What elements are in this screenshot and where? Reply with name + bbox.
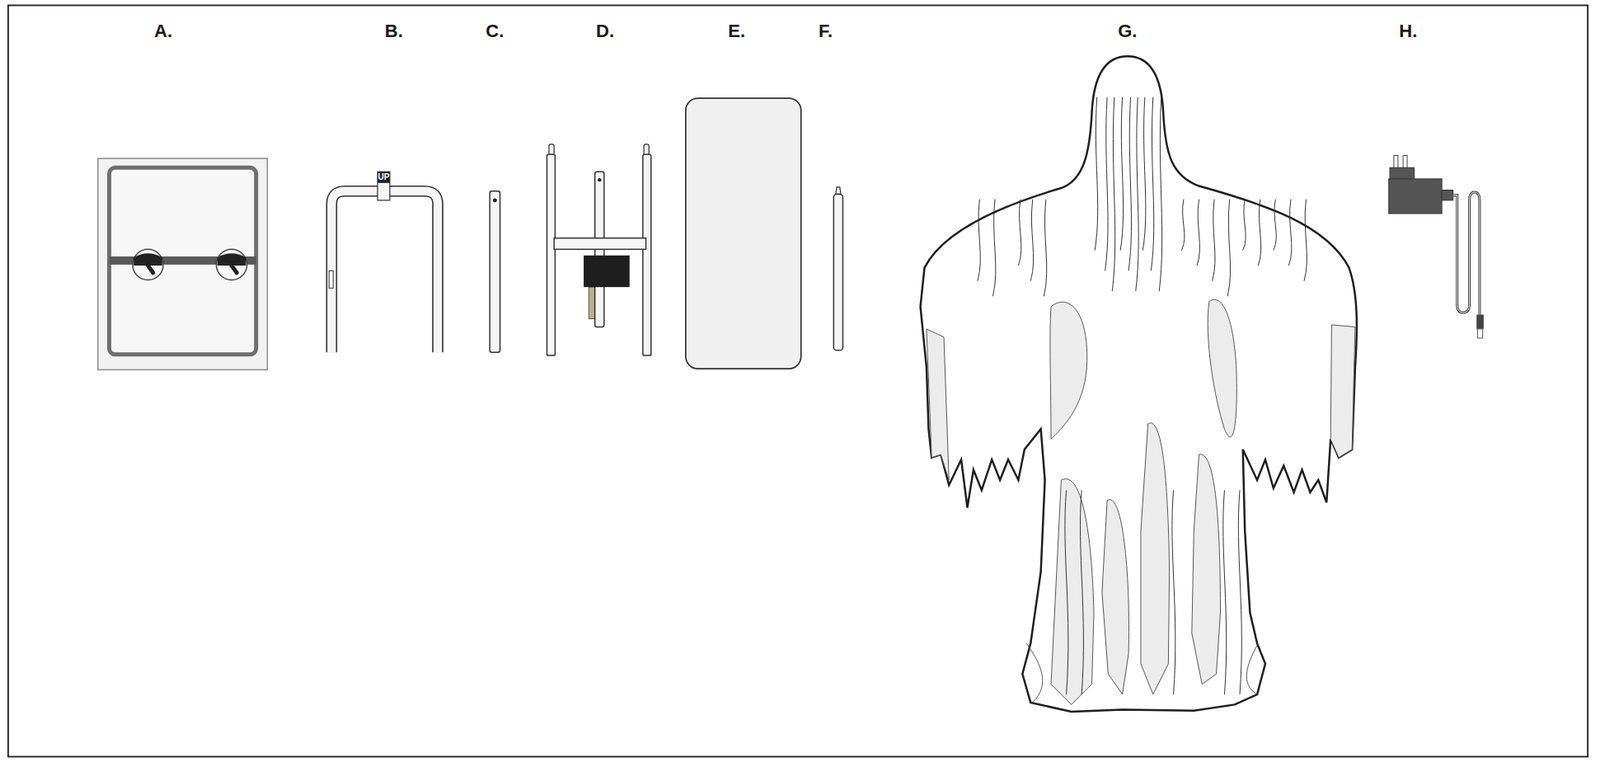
motor-frame xyxy=(547,144,652,356)
ghost-cloth xyxy=(1102,499,1130,695)
pole-f xyxy=(833,193,843,350)
cloth-folds xyxy=(1238,489,1242,695)
pole-f xyxy=(835,187,841,195)
cloth-folds xyxy=(1172,489,1176,695)
power-adapter xyxy=(1453,192,1480,317)
motor-frame xyxy=(588,286,595,319)
cloth-folds xyxy=(1196,199,1200,266)
u-frame xyxy=(328,270,334,288)
ghost-cloth xyxy=(1207,299,1237,437)
motor-frame xyxy=(597,178,601,182)
part-letter: G. xyxy=(1117,22,1137,41)
pole-c xyxy=(492,197,498,202)
base-plate xyxy=(98,158,268,370)
cloth-folds xyxy=(1243,199,1246,251)
motor-frame xyxy=(553,238,646,250)
power-adapter xyxy=(1402,154,1408,169)
cloth-folds xyxy=(1128,97,1131,271)
ghost-cloth xyxy=(920,56,1357,712)
cloth-folds xyxy=(1150,97,1154,271)
power-adapter xyxy=(1389,167,1415,180)
orientation-tag: UP xyxy=(377,173,390,182)
ghost-cloth xyxy=(1026,642,1258,703)
ghost-cloth xyxy=(1330,324,1356,458)
pole-c xyxy=(489,191,500,353)
cloth-folds xyxy=(1135,97,1139,291)
part-letter: E. xyxy=(727,22,746,41)
frame xyxy=(8,4,1588,756)
part-letter: D. xyxy=(595,22,615,41)
panel xyxy=(685,98,802,369)
power-adapter xyxy=(1477,328,1483,338)
power-adapter xyxy=(1393,154,1399,169)
part-letter: H. xyxy=(1398,22,1418,41)
cloth-folds xyxy=(1273,199,1277,251)
u-frame xyxy=(377,171,390,183)
u-frame xyxy=(331,191,438,353)
power-adapter xyxy=(1476,314,1484,329)
ghost-cloth xyxy=(920,56,1357,712)
u-frame xyxy=(331,191,438,353)
base-plate xyxy=(145,262,154,273)
power-adapter xyxy=(1388,154,1484,338)
part-letter: F. xyxy=(818,22,833,41)
cloth-folds xyxy=(1018,199,1021,266)
cloth-folds xyxy=(1288,199,1291,266)
motor-frame xyxy=(583,255,630,287)
cloth-folds xyxy=(1094,97,1098,251)
cloth-folds xyxy=(1158,97,1162,291)
cloth-folds xyxy=(1120,97,1123,251)
base-plate xyxy=(229,262,238,273)
u-frame xyxy=(328,171,438,353)
power-adapter xyxy=(1441,190,1454,201)
pole-c xyxy=(489,191,500,353)
motor-frame xyxy=(642,154,652,356)
ghost-cloth xyxy=(1191,454,1221,685)
cloth-folds xyxy=(1223,489,1227,695)
motor-frame xyxy=(547,154,556,356)
part-letter: C. xyxy=(485,22,504,41)
pole-f xyxy=(833,187,843,351)
cloth-folds xyxy=(1065,489,1069,695)
cloth-folds xyxy=(1079,489,1084,695)
cloth-folds xyxy=(977,97,1308,695)
ghost-cloth xyxy=(1051,478,1094,705)
cloth-folds xyxy=(1142,97,1145,251)
cloth-folds xyxy=(1112,97,1115,291)
part-letter: B. xyxy=(384,22,404,41)
cloth-folds xyxy=(1030,199,1033,282)
power-adapter xyxy=(1453,192,1480,317)
base-plate xyxy=(108,167,256,355)
cloth-folds xyxy=(1181,199,1184,251)
cloth-folds xyxy=(1304,199,1307,282)
cloth-folds xyxy=(1212,199,1216,282)
base-plate xyxy=(98,158,268,370)
cloth-folds xyxy=(1257,199,1261,266)
cloth-folds xyxy=(977,199,981,282)
part-letter: A. xyxy=(154,22,173,41)
base-plate xyxy=(215,248,247,280)
ghost-cloth xyxy=(926,328,949,480)
ghost-cloth xyxy=(1050,301,1088,439)
base-plate xyxy=(132,248,164,280)
cloth-folds xyxy=(1105,97,1108,271)
power-adapter xyxy=(1388,178,1442,214)
cloth-folds xyxy=(1043,199,1047,297)
cloth-folds xyxy=(992,199,995,297)
cloth-folds xyxy=(1227,199,1230,297)
u-frame xyxy=(377,171,390,201)
ghost-cloth xyxy=(1140,422,1170,695)
